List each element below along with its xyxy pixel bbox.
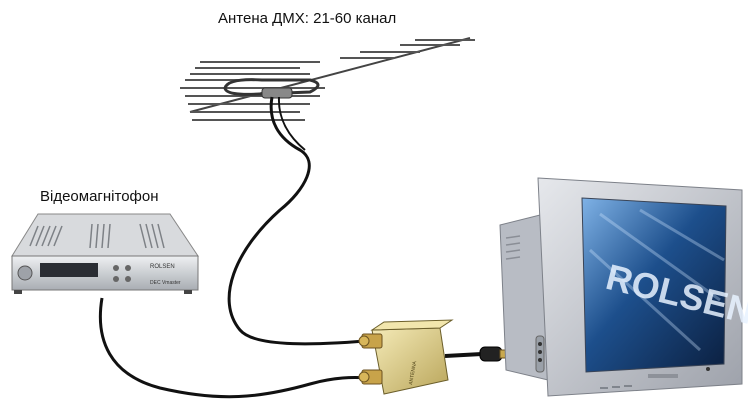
vcr-brand-text: ROLSEN [150,264,175,270]
vcr-model-text: DEC Vmaster [150,280,181,286]
splitter-icon: ANTENNA [358,319,454,395]
antenna-icon [180,37,475,121]
splitter-text: ANTENNA [408,360,418,385]
antenna-label: Антена ДМХ: 21-60 канал [218,10,397,27]
vcr-icon: ROLSEN DEC Vmaster [11,213,199,294]
vcr-label: Відеомагнітофон [40,188,159,205]
cable [98,96,483,399]
tv-icon: ROLSEN [499,177,748,397]
